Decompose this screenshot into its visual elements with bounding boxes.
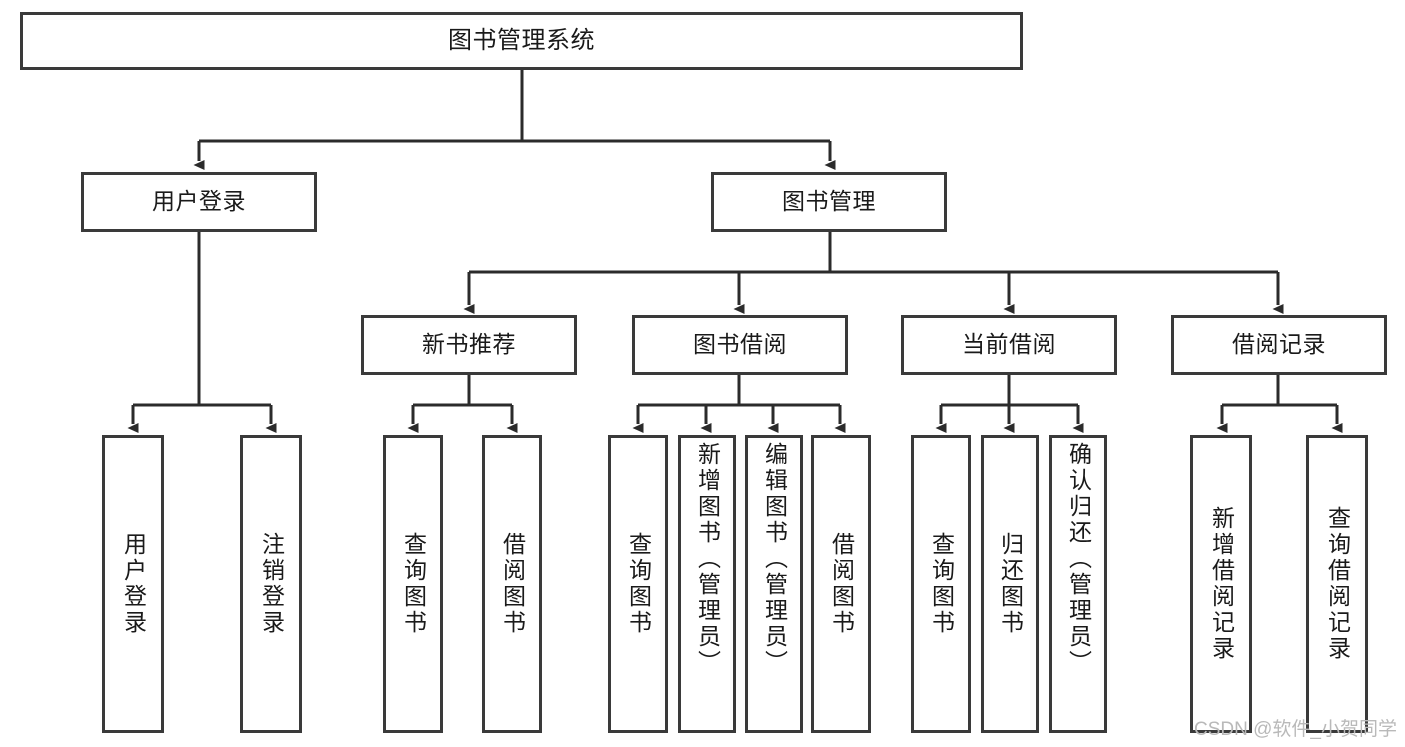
node-label: 新增借阅记录 xyxy=(1208,506,1235,662)
node-leaf-confirm-return-admin[interactable]: 确认归还（管理员） xyxy=(1049,435,1107,733)
node-label: 借阅记录 xyxy=(1232,331,1326,358)
node-leaf-return-book[interactable]: 归还图书 xyxy=(981,435,1039,733)
node-leaf-add-book-admin[interactable]: 新增图书（管理员） xyxy=(678,435,736,733)
node-user-login[interactable]: 用户登录 xyxy=(81,172,317,232)
node-borrow-record[interactable]: 借阅记录 xyxy=(1171,315,1387,375)
node-new-book-recommend[interactable]: 新书推荐 xyxy=(361,315,577,375)
node-label: 查询借阅记录 xyxy=(1324,506,1351,662)
node-label: 查询图书 xyxy=(625,532,652,636)
node-leaf-query-book-recommend[interactable]: 查询图书 xyxy=(383,435,443,733)
csdn-watermark: CSDN @软件_小贺同学 xyxy=(1194,719,1397,740)
node-label: 用户登录 xyxy=(120,532,147,636)
node-book-borrow[interactable]: 图书借阅 xyxy=(632,315,848,375)
node-leaf-borrow-book[interactable]: 借阅图书 xyxy=(811,435,871,733)
node-root-book-management-system[interactable]: 图书管理系统 xyxy=(20,12,1023,70)
node-label: 图书借阅 xyxy=(693,331,787,358)
node-label: 确认归还（管理员） xyxy=(1065,442,1092,676)
node-label: 新书推荐 xyxy=(422,331,516,358)
node-label: 归还图书 xyxy=(997,532,1024,636)
node-label: 查询图书 xyxy=(928,532,955,636)
node-leaf-add-borrow-record[interactable]: 新增借阅记录 xyxy=(1190,435,1252,733)
node-leaf-user-login[interactable]: 用户登录 xyxy=(102,435,164,733)
node-label: 图书管理 xyxy=(782,188,876,215)
node-leaf-query-book-current[interactable]: 查询图书 xyxy=(911,435,971,733)
node-label: 编辑图书（管理员） xyxy=(761,442,788,676)
node-current-borrow[interactable]: 当前借阅 xyxy=(901,315,1117,375)
node-leaf-query-borrow-record[interactable]: 查询借阅记录 xyxy=(1306,435,1368,733)
node-label: 用户登录 xyxy=(152,188,246,215)
node-label: 新增图书（管理员） xyxy=(694,442,721,676)
node-label: 注销登录 xyxy=(258,532,285,636)
node-leaf-edit-book-admin[interactable]: 编辑图书（管理员） xyxy=(745,435,803,733)
node-label: 借阅图书 xyxy=(828,532,855,636)
node-leaf-logout-login[interactable]: 注销登录 xyxy=(240,435,302,733)
node-leaf-query-book-borrow[interactable]: 查询图书 xyxy=(608,435,668,733)
node-label: 当前借阅 xyxy=(962,331,1056,358)
node-leaf-borrow-book-recommend[interactable]: 借阅图书 xyxy=(482,435,542,733)
node-label: 查询图书 xyxy=(400,532,427,636)
node-book-management[interactable]: 图书管理 xyxy=(711,172,947,232)
node-label: 图书管理系统 xyxy=(448,26,595,54)
node-label: 借阅图书 xyxy=(499,532,526,636)
